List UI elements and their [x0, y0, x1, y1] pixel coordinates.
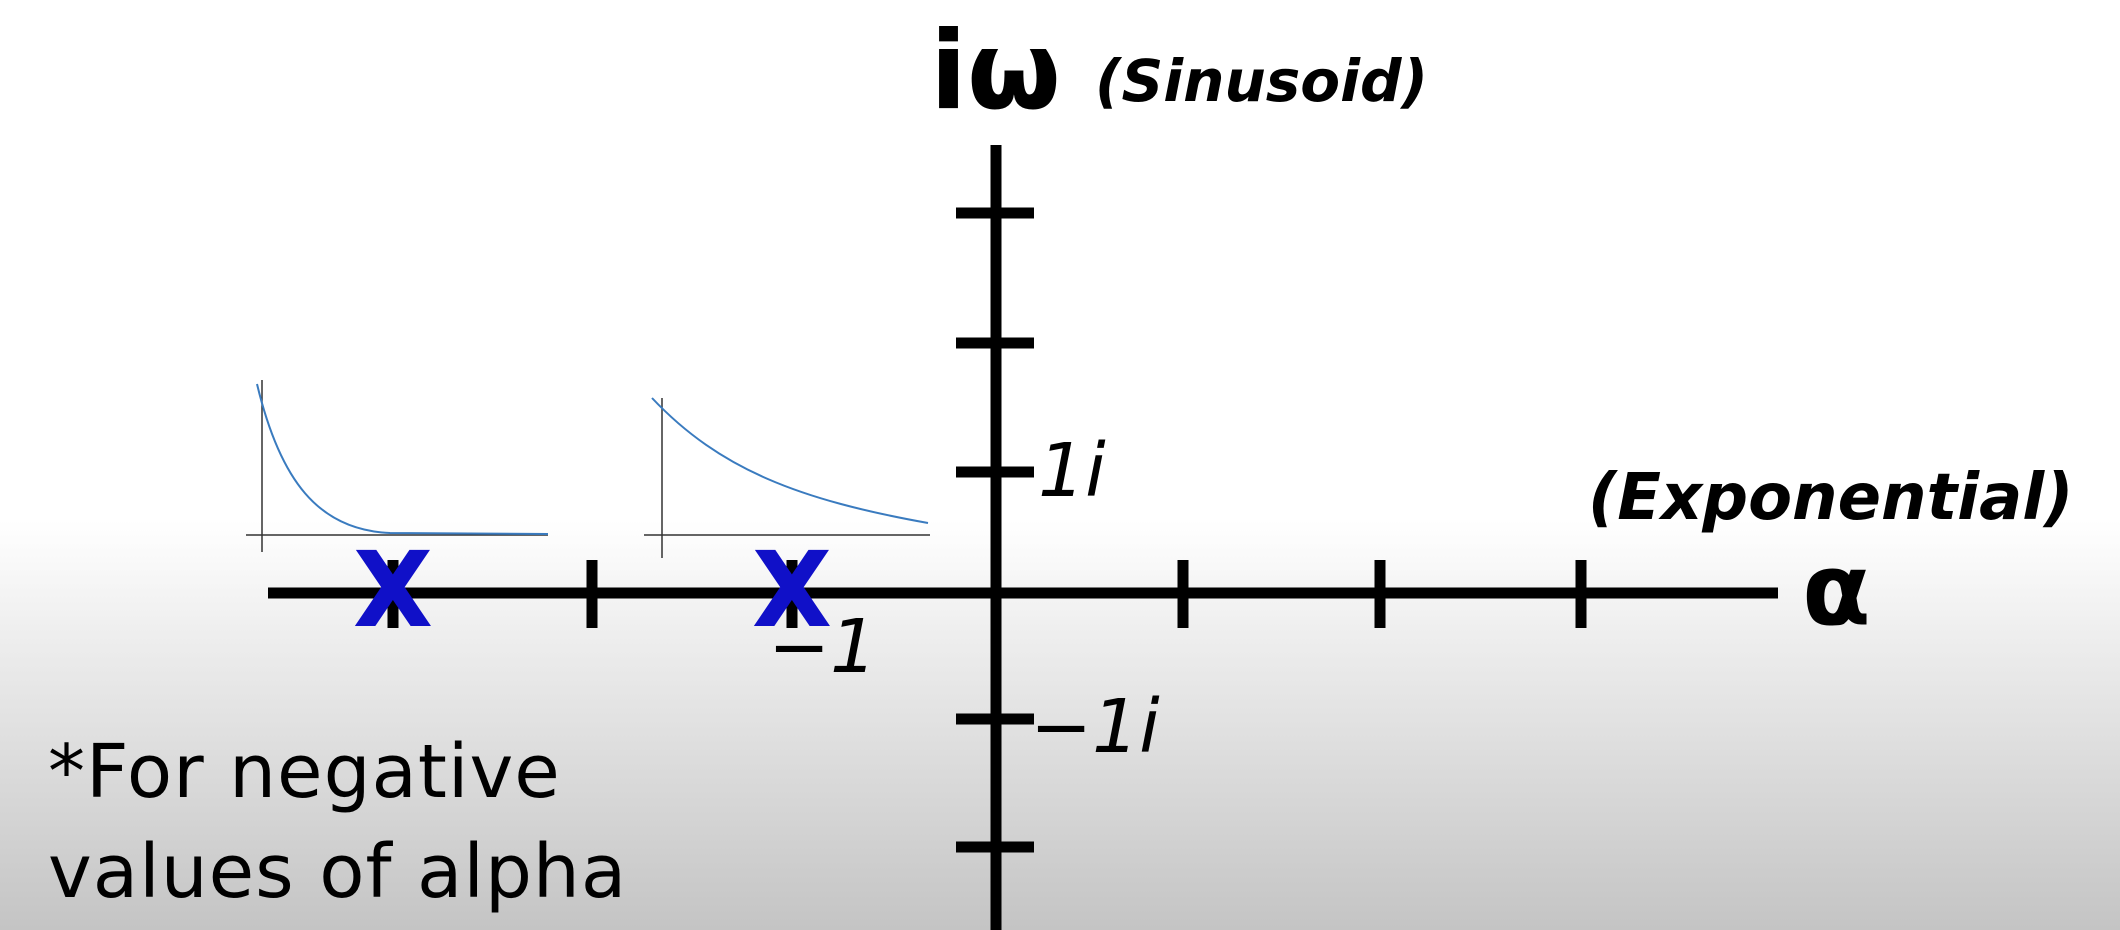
- decay-plot-fast: [246, 380, 549, 552]
- decay-curve-slow: [651, 397, 929, 524]
- imag-axis-caption: (Sinusoid): [1095, 47, 1429, 115]
- decay-curve-fast: [256, 383, 549, 535]
- pole-marker-neg1: X: [752, 529, 832, 651]
- tick-label-pos-imag-one: 1i: [1038, 428, 1106, 514]
- tick-label-neg-imag-one: −1i: [1030, 684, 1160, 770]
- footnote: *For negative values of alpha: [48, 722, 627, 922]
- real-axis-caption: (Exponential): [1588, 461, 2074, 535]
- footnote-line-2: values of alpha: [48, 829, 628, 915]
- imag-axis-ticks: [956, 207, 1034, 853]
- imag-axis-title: iω: [930, 9, 1061, 134]
- pole-marker-neg3: X: [353, 529, 433, 651]
- real-axis-ticks: [387, 560, 1587, 628]
- footnote-line-1: *For negative: [48, 729, 561, 815]
- decay-plot-slow: [644, 397, 930, 558]
- real-axis-title: α: [1802, 531, 1871, 648]
- tick-label-neg-real-one: −1: [768, 604, 878, 690]
